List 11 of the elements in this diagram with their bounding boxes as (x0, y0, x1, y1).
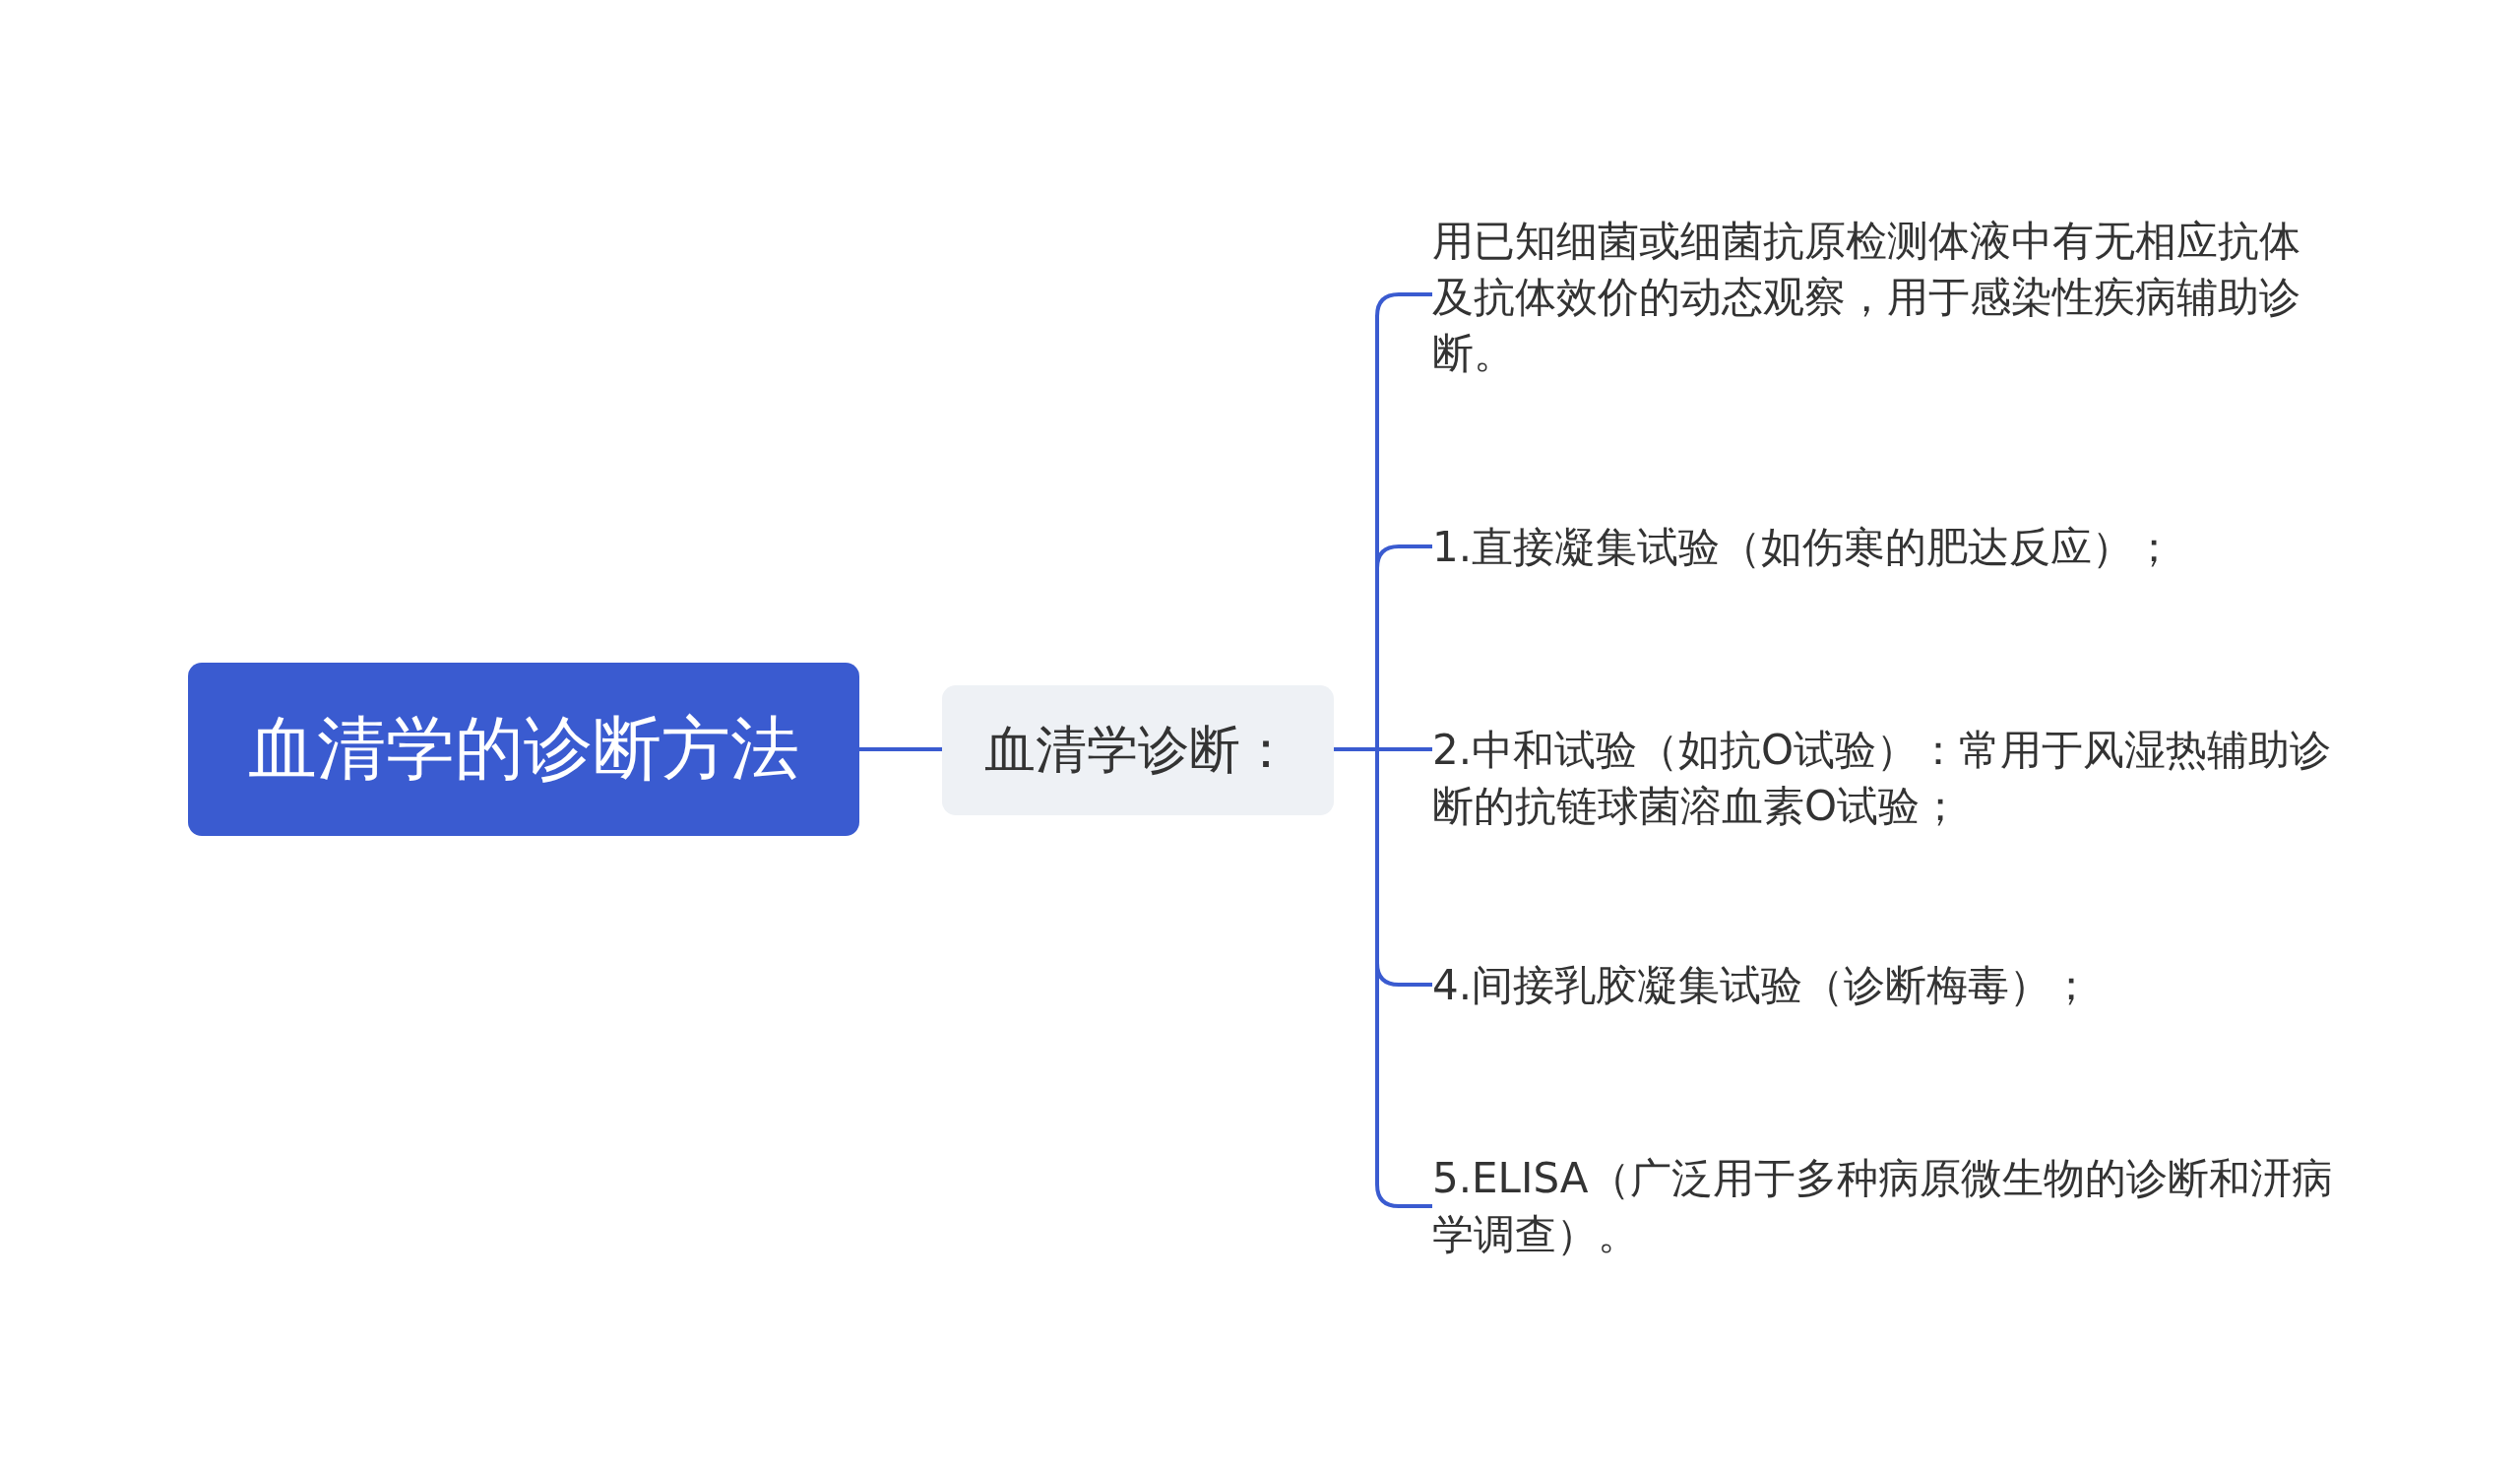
topic-text: 2.中和试验（如抗O试验）：常用于风湿热辅助诊断的抗链球菌溶血素O试验； (1432, 725, 2333, 832)
connector-line (859, 747, 942, 751)
topic-text: 4.间接乳胶凝集试验（诊断梅毒）； (1432, 960, 2094, 1011)
topic-text: 用已知细菌或细菌抗原检测体液中有无相应抗体及抗体效价的动态观察，用于感染性疾病辅助诊断。 (1432, 216, 2301, 379)
topic-label: 血清学诊断： (984, 719, 1292, 781)
topic-label: 血清学的诊断方法 (248, 707, 799, 791)
root-topic-box (188, 663, 859, 836)
subtopic-box (942, 685, 1334, 815)
topic-text: 1.直接凝集试验（如伤寒的肥达反应）； (1432, 522, 2176, 573)
topic-text: 5.ELISA（广泛用于多种病原微生物的诊断和汧病学调查）。 (1432, 1153, 2334, 1260)
connector-line (1334, 747, 1432, 1208)
